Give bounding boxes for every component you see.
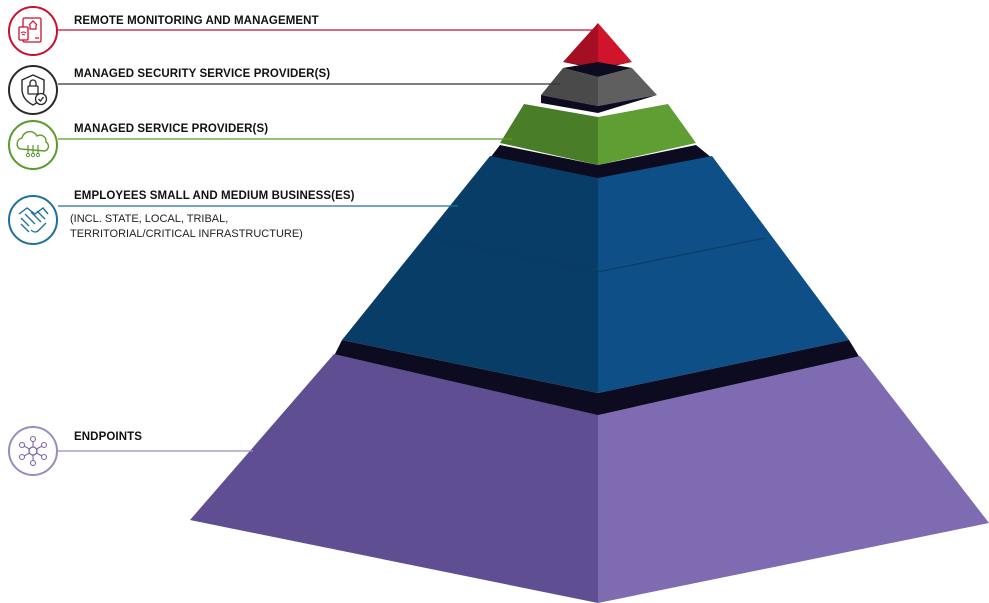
tier-smb-top — [490, 145, 712, 180]
cloud-network-icon — [8, 120, 58, 170]
handshake-icon — [8, 195, 58, 245]
tier-mssp — [541, 62, 657, 106]
tier-msp — [500, 95, 696, 165]
endpoints-network-icon — [8, 426, 58, 476]
tier-label-mssp: MANAGED SECURITY SERVICE PROVIDER(S) — [74, 68, 331, 80]
tier-endpoints-left-face — [190, 354, 598, 603]
tier-msp-left-face — [500, 104, 598, 165]
tier-endpoints-right-face — [598, 356, 989, 603]
tier-label-smb: EMPLOYEES SMALL AND MEDIUM BUSINESS(ES) — [74, 190, 355, 202]
tier-msp-right-face — [598, 104, 696, 165]
tier-gap-lower — [334, 340, 860, 416]
tier-endpoints — [190, 354, 989, 603]
tier-mssp-right-face — [598, 68, 657, 106]
tier-label-rmm: REMOTE MONITORING AND MANAGEMENT — [74, 15, 319, 27]
tier-smb-band-line — [429, 237, 766, 273]
tier-smb — [342, 145, 849, 393]
remote-monitoring-icon — [8, 6, 58, 56]
tier-smb-left-face — [342, 156, 598, 393]
tier-mssp-left-face — [541, 68, 598, 106]
tier-label-endpoints: ENDPOINTS — [74, 431, 142, 443]
tier-label-msp: MANAGED SERVICE PROVIDER(S) — [74, 123, 269, 135]
tier-sublabel-smb-line1: (INCL. STATE, LOCAL, TRIBAL, — [70, 213, 229, 225]
tier-msp-top — [541, 95, 657, 113]
tier-rmm-left-face — [563, 23, 598, 69]
tier-sublabel-smb-line2: TERRITORIAL/CRITICAL INFRASTRUCTURE) — [70, 228, 303, 240]
security-shield-icon — [8, 65, 58, 115]
tier-mssp-top — [563, 62, 632, 77]
tier-smb-right-face — [598, 156, 849, 393]
tier-rmm — [563, 23, 632, 69]
tier-rmm-right-face — [598, 23, 632, 69]
